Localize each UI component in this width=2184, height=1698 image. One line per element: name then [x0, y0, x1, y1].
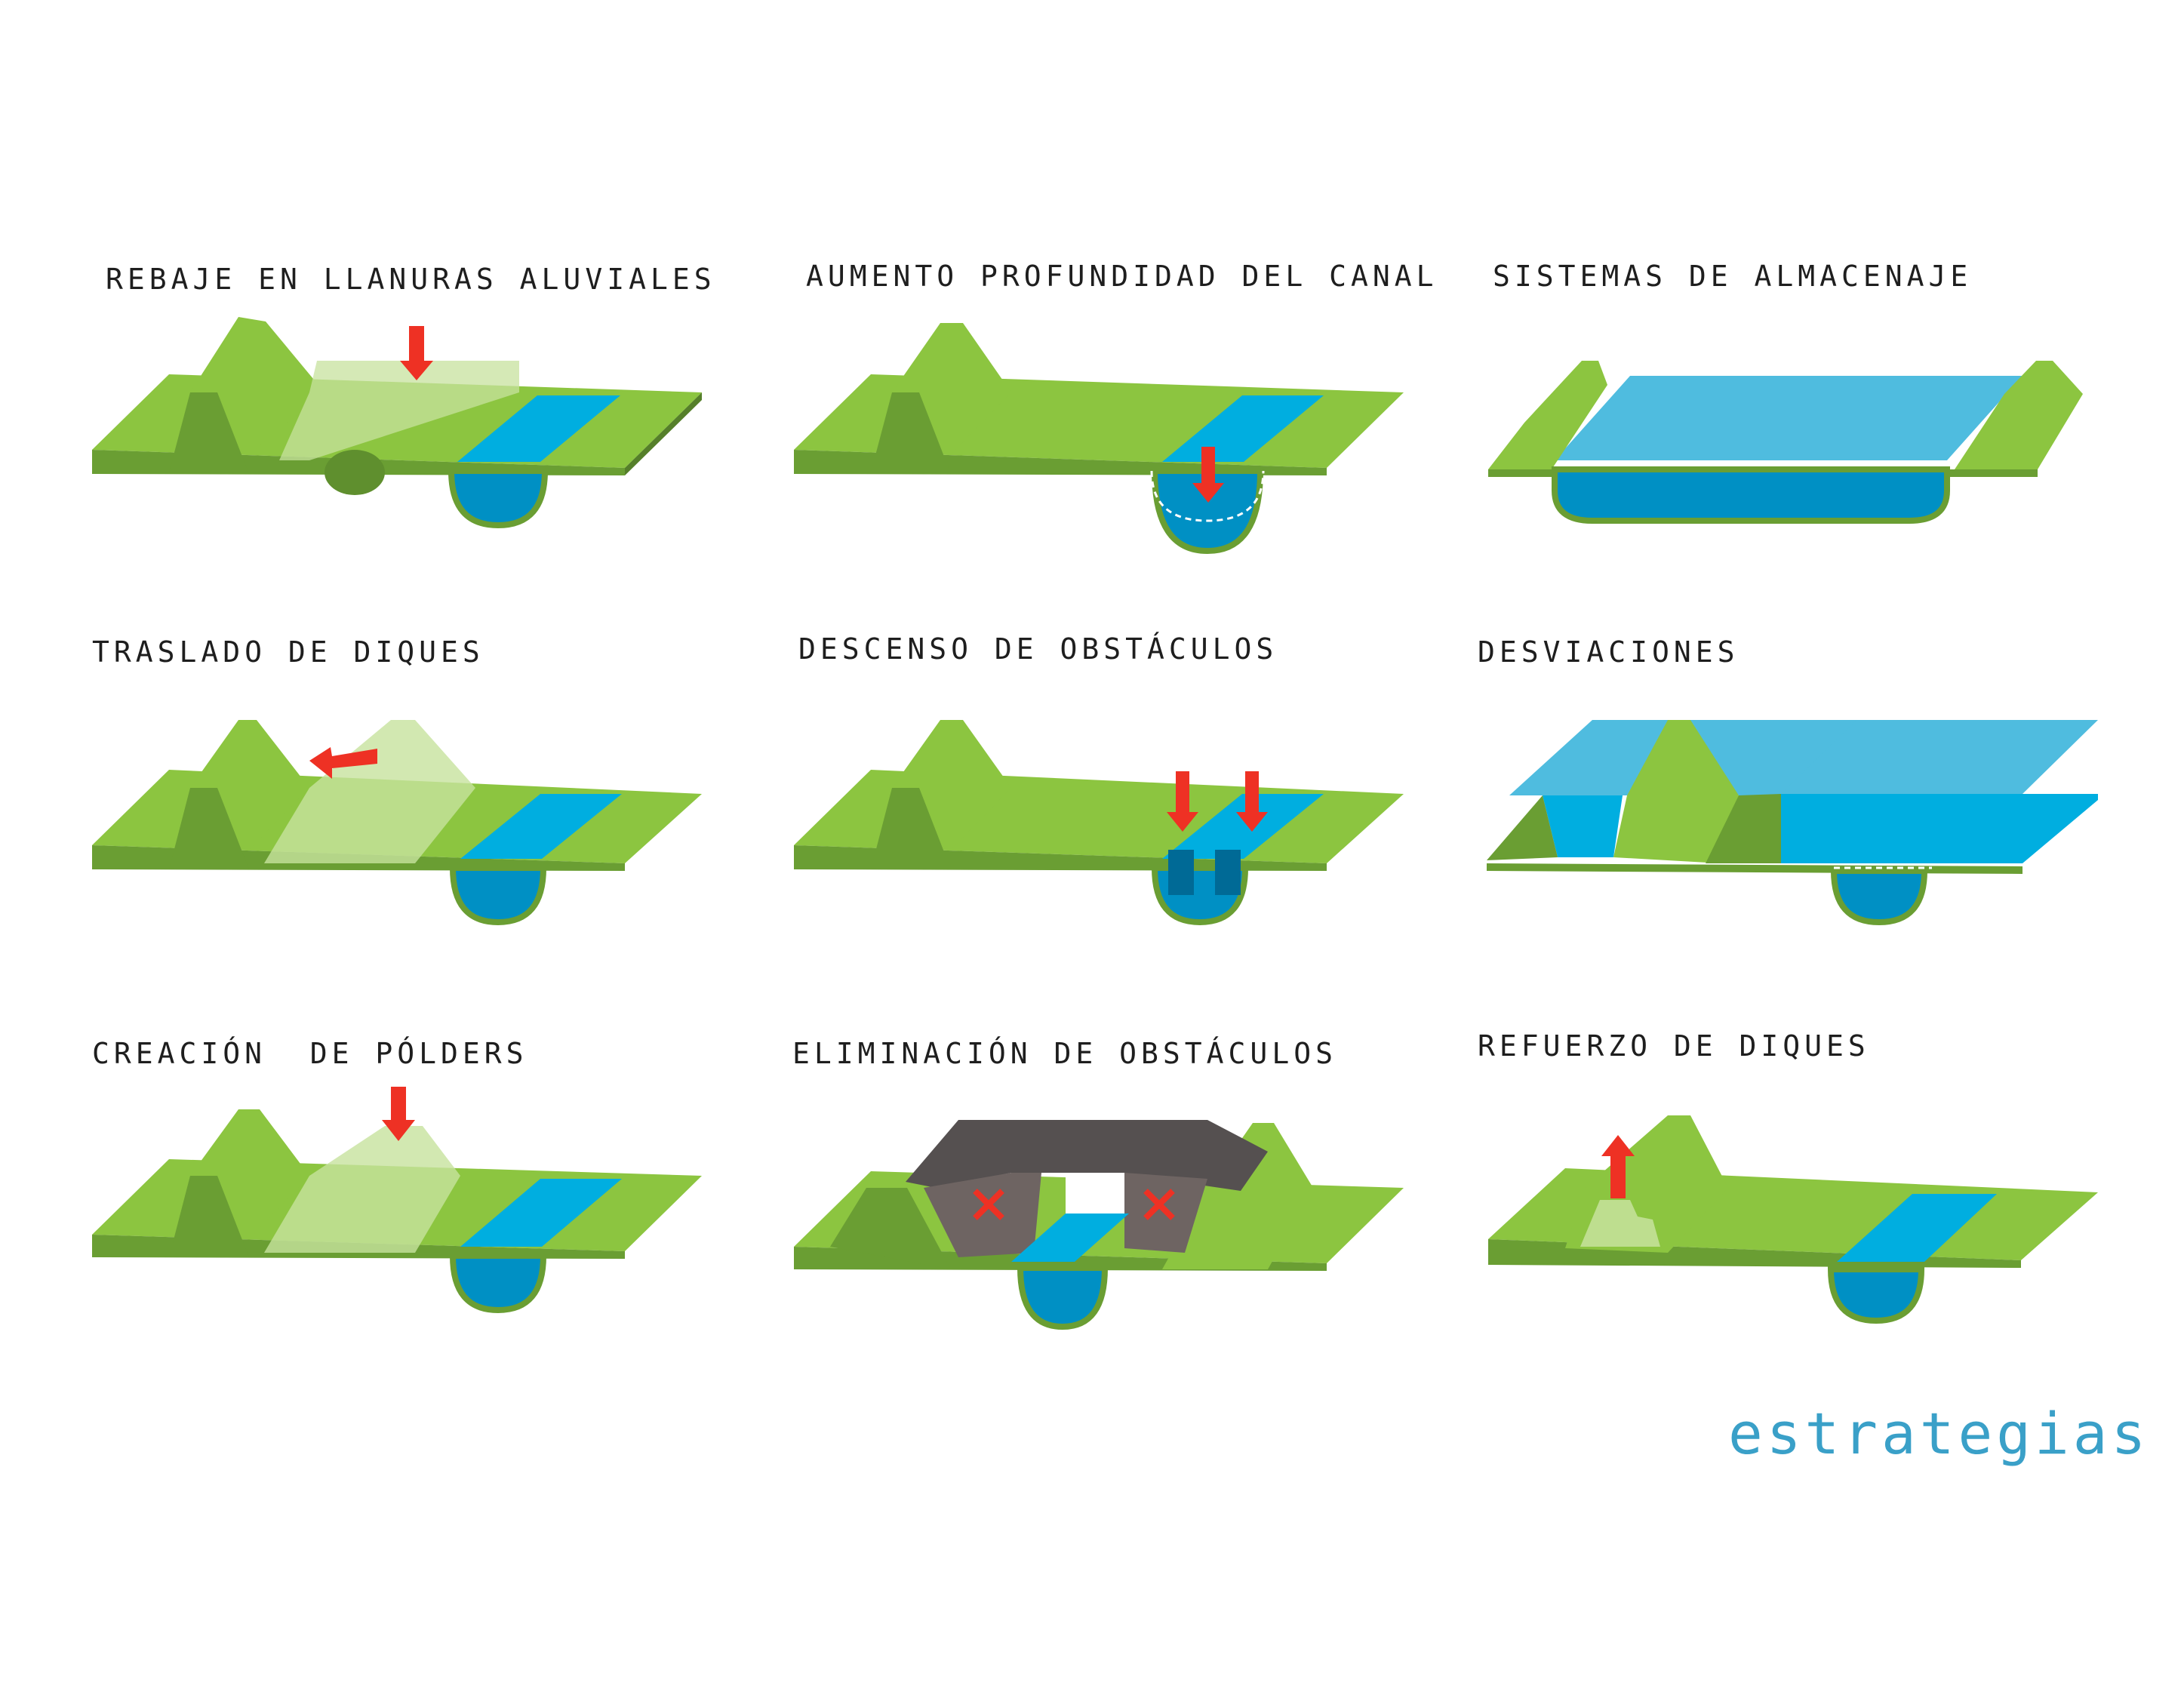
arrow-up: [1601, 1135, 1635, 1198]
diagram-sistemas: [1488, 361, 2083, 524]
levee-left-front: [169, 392, 249, 474]
arrow-down-left: [1167, 771, 1198, 832]
levee-left: [830, 1188, 951, 1269]
ground-front: [1487, 863, 2023, 874]
bridge-deck: [906, 1120, 1268, 1191]
storage-basin: [1552, 466, 1950, 524]
river-channel: [448, 468, 549, 529]
levee-left-front: [871, 392, 951, 474]
arrow-down-right: [1236, 771, 1268, 832]
diagram-traslado: [92, 720, 702, 926]
obstacle-left: [1168, 850, 1194, 895]
diagram-aumento: [794, 323, 1404, 555]
river-water-top: [1011, 1214, 1129, 1262]
deepened-channel: [1151, 468, 1264, 555]
relocated-levee-ghost: [264, 720, 475, 863]
arrow-down: [382, 1087, 415, 1141]
main-water-top: [1781, 720, 2098, 794]
panel-title-rebaje: REBAJE EN LLANURAS ALUVIALES: [106, 263, 716, 296]
bridge-opening: [1066, 1173, 1124, 1214]
diagram-refuerzo: [1488, 1115, 2098, 1324]
river-water-top: [460, 1179, 622, 1247]
levee-left-front: [169, 788, 249, 869]
diagram-desviaciones: [1487, 720, 2098, 926]
cross-mark-left: [973, 1189, 1004, 1220]
river-channel: [1017, 1265, 1109, 1330]
ground-front-right: [1947, 469, 2038, 477]
floodplain-dip: [325, 450, 385, 495]
diagram-creacion: [92, 1087, 702, 1314]
river-water-top: [1837, 1194, 1997, 1262]
ground-side: [625, 392, 702, 475]
storage-water-top: [1555, 376, 2023, 460]
arrow-down: [1192, 447, 1224, 503]
ground-front: [1488, 469, 1555, 477]
old-channel-outline: [1150, 470, 1265, 522]
panel-title-sistemas: SISTEMAS DE ALMACENAJE: [1493, 260, 1973, 293]
panel-title-desviaciones: DESVIACIONES: [1478, 635, 1740, 669]
levee-right: [1162, 1123, 1313, 1269]
panel-title-refuerzo: REFUERZO DE DIQUES: [1478, 1029, 1870, 1063]
levee-left-front: [169, 1176, 249, 1257]
arrow-left: [309, 747, 377, 779]
river-channel: [449, 865, 547, 926]
levee-left: [1488, 361, 1607, 469]
river-water-top: [460, 794, 622, 859]
river-water-top: [1162, 395, 1324, 462]
levee-right: [1955, 361, 2083, 469]
diagram-eliminacion: [794, 1120, 1404, 1330]
bridge-pier-left: [924, 1173, 1041, 1257]
river-water-top: [1162, 794, 1324, 859]
levee-1: [1487, 795, 1558, 860]
levee-2: [1613, 720, 1739, 863]
diagram-rebaje: [92, 317, 702, 529]
panel-title-descenso: DESCENSO DE OBSTÁCULOS: [798, 632, 1278, 666]
main-channel-front: [1781, 794, 2098, 863]
panel-title-traslado: TRASLADO DE DIQUES: [92, 635, 484, 669]
river-channel: [449, 1253, 547, 1314]
diversion-channel-front: [1543, 795, 1623, 857]
polder-levee-ghost: [264, 1126, 460, 1253]
river-water-top: [457, 395, 620, 462]
river-channel: [1827, 1266, 1925, 1324]
diagram-descenso: [794, 720, 1404, 926]
panel-title-creacion: CREACIÓN DE PÓLDERS: [92, 1037, 528, 1070]
arrow-down: [400, 326, 433, 380]
obstacle-right: [1215, 850, 1241, 895]
footer-title: estrategias: [1728, 1400, 2150, 1467]
panel-title-eliminacion: ELIMINACIÓN DE OBSTÁCULOS: [792, 1037, 1337, 1070]
levee-3: [1706, 794, 1781, 863]
reinforced-levee-steps: [1580, 1200, 1660, 1247]
panel-title-aumento: AUMENTO PROFUNDIDAD DEL CANAL: [806, 260, 1438, 293]
levee-left-front: [871, 788, 951, 869]
river-channel: [1830, 868, 1928, 926]
cross-mark-right: [1143, 1189, 1175, 1220]
lowered-floodplain-ghost: [279, 361, 519, 460]
